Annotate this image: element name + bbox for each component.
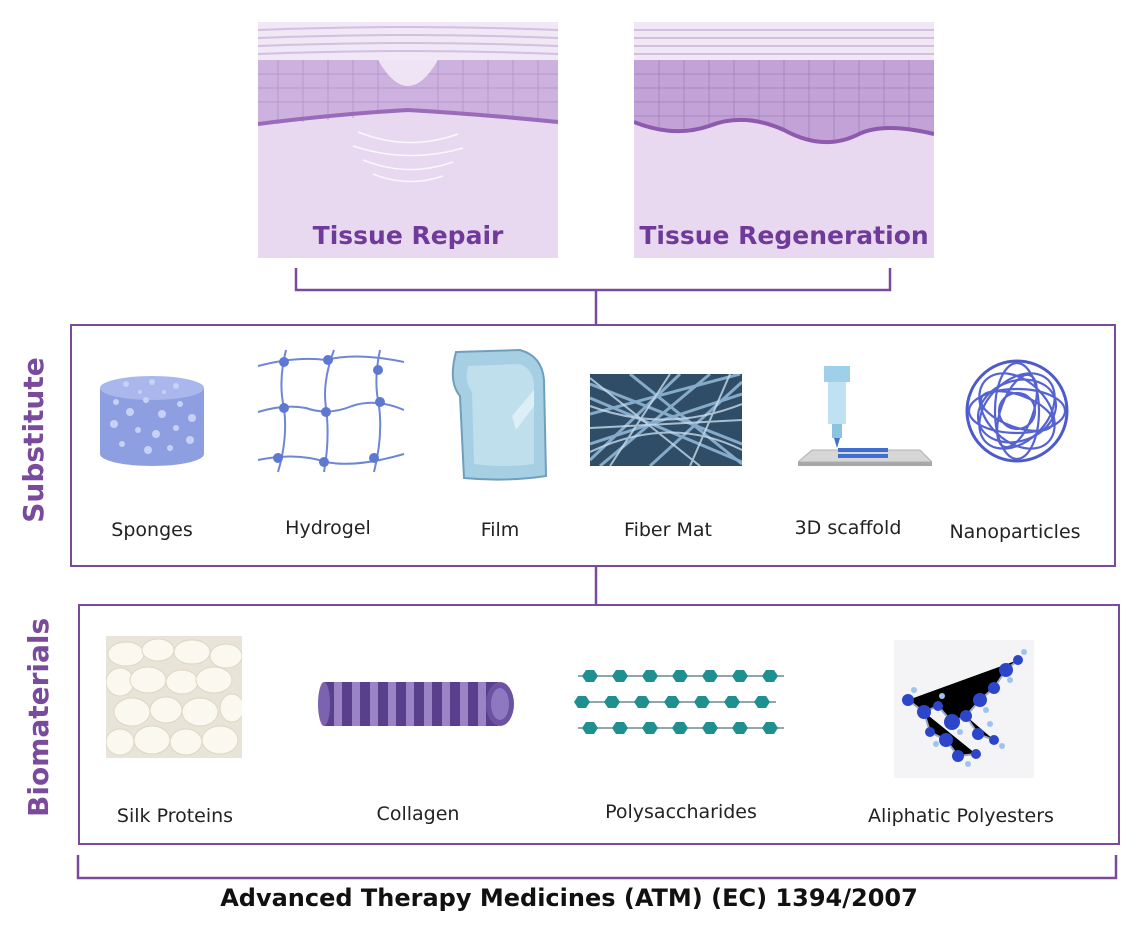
biomaterial-label-aliphatic-polyesters: Aliphatic Polyesters [868, 805, 1054, 827]
biomaterial-label-silk-proteins: Silk Proteins [116, 805, 234, 827]
substitute-label-sponges: Sponges [111, 519, 193, 541]
biomaterial-label-polysaccharides: Polysaccharides [605, 801, 757, 823]
biomaterials-heading: Biomaterials [22, 617, 55, 817]
atm-regulation-caption: Advanced Therapy Medicines (ATM) (EC) 13… [220, 884, 918, 912]
tissue-repair-title: Tissue Repair [312, 221, 504, 250]
polyester-molecule-icon [894, 640, 1034, 778]
3d-printer-icon [798, 366, 932, 466]
tissue-regeneration-title: Tissue Regeneration [639, 221, 929, 250]
film-icon [451, 348, 548, 481]
biomaterial-label-collagen: Collagen [376, 803, 460, 825]
collagen-fiber-icon [318, 682, 514, 726]
substitute-label-hydrogel: Hydrogel [285, 517, 371, 539]
substitute-label-3d-scaffold: 3D scaffold [794, 517, 902, 539]
substitute-label-film: Film [480, 519, 520, 541]
substitute-label-fiber-mat: Fiber Mat [624, 519, 712, 541]
tissue-repair-illustration [258, 22, 558, 258]
tissue-repair-panel: Tissue Repair [258, 22, 558, 258]
silk-cocoon-icon [106, 636, 242, 758]
nanoparticle-icon [965, 359, 1069, 463]
substitute-label-nanoparticles: Nanoparticles [949, 521, 1081, 543]
tissue-regeneration-panel: Tissue Regeneration [634, 22, 934, 258]
sponge-icon [100, 376, 204, 466]
fiber-mat-icon [590, 374, 742, 466]
tissue-regeneration-illustration [634, 22, 934, 258]
substitute-heading: Substitute [17, 357, 50, 523]
polysaccharide-chain-icon [574, 670, 784, 734]
hydrogel-network-icon [257, 349, 405, 473]
